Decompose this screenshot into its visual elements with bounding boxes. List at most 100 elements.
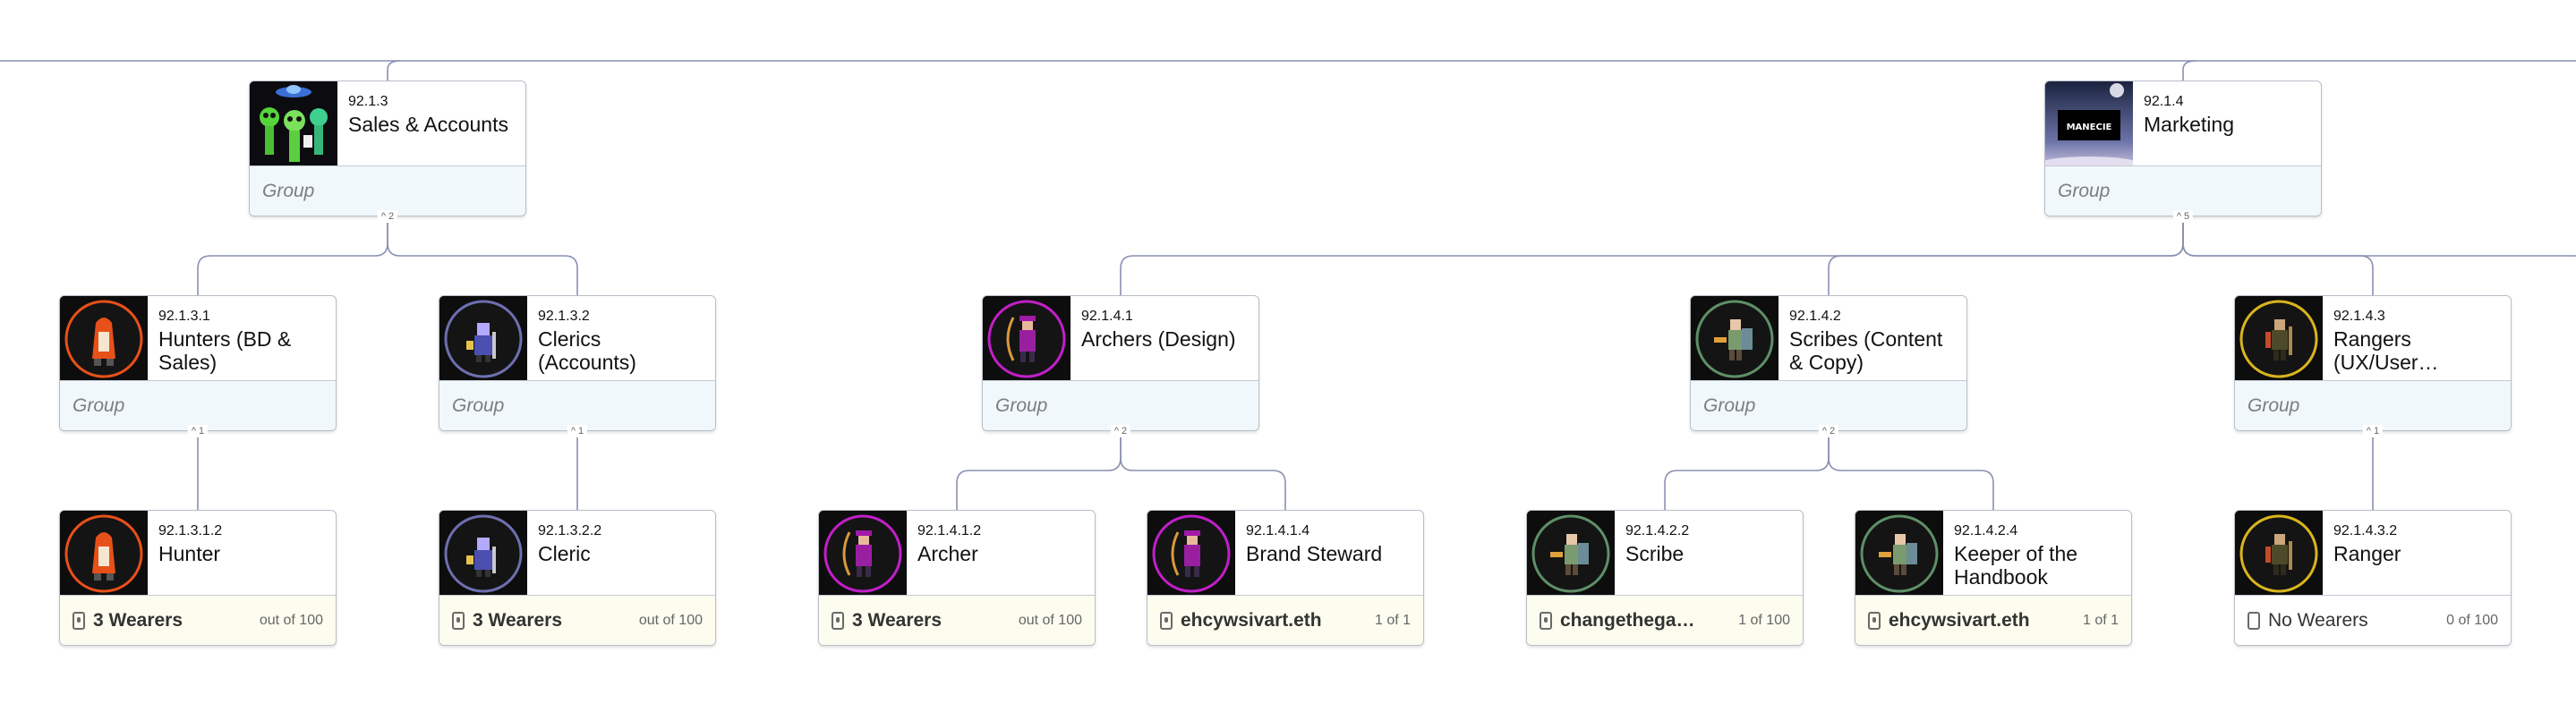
group-label: Group (1703, 394, 1756, 416)
ranger-icon (2235, 511, 2323, 597)
wearers-label: No Wearers (2268, 609, 2368, 631)
hat-title: Hunter (158, 542, 221, 565)
group-label: Group (452, 394, 505, 416)
wearer-icon (452, 611, 465, 630)
hat-card[interactable]: 92.1.3.2 Clerics (Accounts) Group (439, 295, 716, 431)
wearer-icon (2248, 611, 2260, 630)
hat-id: 92.1.3.1.2 (158, 523, 223, 538)
hunter-icon (60, 511, 148, 597)
wearer-icon (1868, 611, 1881, 630)
collapse-children-toggle[interactable]: ^ 1 (567, 425, 588, 437)
hat-card[interactable]: 92.1.3.1.2 Hunter 3 Wearers out of 100 (59, 510, 337, 646)
hat-title: Scribe (1625, 542, 1685, 565)
supply-count: out of 100 (259, 612, 323, 628)
collapse-children-toggle[interactable]: ^ 2 (1110, 425, 1131, 437)
wearers-label: 3 Wearers (93, 609, 183, 631)
connector-line (2182, 216, 2576, 257)
cleric-icon (439, 296, 527, 382)
aliens-icon (250, 81, 337, 167)
ranger-icon (2235, 296, 2323, 382)
wearers-footer[interactable]: No Wearers 0 of 100 (2235, 595, 2511, 645)
hunter-icon (60, 296, 148, 382)
hat-card[interactable]: 92.1.3.1 Hunters (BD & Sales) Group (59, 295, 337, 431)
hat-card[interactable]: MANECIE 92.1.4 Marketing Group (2044, 81, 2322, 216)
hat-id: 92.1.4.1.4 (1246, 523, 1310, 538)
hat-title: Clerics (Accounts) (538, 327, 636, 374)
hat-title: Archers (Design) (1081, 327, 1236, 351)
collapse-children-toggle[interactable]: ^ 5 (2172, 210, 2194, 223)
hat-card[interactable]: 92.1.4.2.2 Scribe changethega… 1 of 100 (1526, 510, 1804, 646)
hat-id: 92.1.4.1 (1081, 309, 1133, 324)
hat-card[interactable]: 92.1.4.2 Scribes (Content & Copy) Group (1690, 295, 1967, 431)
hat-id: 92.1.3.2 (538, 309, 590, 324)
group-label: Group (2058, 180, 2111, 201)
connector-line (1828, 216, 2184, 295)
hat-id: 92.1.4.1.2 (917, 523, 982, 538)
archer-icon (1147, 511, 1235, 597)
hat-card[interactable]: 92.1.4.1.4 Brand Steward ehcywsivart.eth… (1147, 510, 1424, 646)
scribe-icon (1691, 296, 1778, 382)
supply-count: 1 of 1 (1374, 612, 1411, 628)
wearers-footer[interactable]: 3 Wearers out of 100 (819, 595, 1095, 645)
scribe-icon (1855, 511, 1943, 597)
wearers-label: 3 Wearers (473, 609, 563, 631)
collapse-children-toggle[interactable]: ^ 1 (187, 425, 209, 437)
group-label: Group (73, 394, 125, 416)
connector-line (387, 60, 401, 81)
connector-line (2182, 60, 2196, 81)
connector-line (387, 216, 578, 295)
card-footer: Group (1691, 380, 1966, 430)
archer-icon (819, 511, 907, 597)
hat-card[interactable]: 92.1.4.2.4 Keeper of the Handbook ehcyws… (1855, 510, 2132, 646)
hat-title: Hunters (BD & Sales) (158, 327, 292, 374)
manecie-logo-icon: MANECIE (2045, 81, 2133, 167)
group-label: Group (2248, 394, 2300, 416)
hat-title: Ranger (2333, 542, 2401, 565)
connector-line (197, 216, 388, 295)
connector-line (1828, 431, 1994, 510)
wearer-icon (1160, 611, 1173, 630)
hat-title: Cleric (538, 542, 591, 565)
connector-line (1120, 216, 2184, 295)
hat-card[interactable]: 92.1.4.3.2 Ranger No Wearers 0 of 100 (2234, 510, 2512, 646)
supply-count: 1 of 100 (1738, 612, 1790, 628)
archer-icon (983, 296, 1070, 382)
collapse-children-toggle[interactable]: ^ 2 (377, 210, 398, 223)
wearers-footer[interactable]: ehcywsivart.eth 1 of 1 (1855, 595, 2131, 645)
hat-title: Scribes (Content & Copy) (1789, 327, 1943, 374)
supply-count: out of 100 (638, 612, 703, 628)
hat-title: Marketing (2144, 113, 2234, 136)
svg-text:MANECIE: MANECIE (2067, 123, 2112, 132)
hat-card[interactable]: 92.1.3.2.2 Cleric 3 Wearers out of 100 (439, 510, 716, 646)
hat-card[interactable]: 92.1.4.1 Archers (Design) Group (982, 295, 1259, 431)
wearers-footer[interactable]: 3 Wearers out of 100 (60, 595, 336, 645)
supply-count: 1 of 1 (2082, 612, 2119, 628)
hat-title: Archer (917, 542, 978, 565)
collapse-children-toggle[interactable]: ^ 1 (2362, 425, 2384, 437)
hat-card[interactable]: 92.1.3 Sales & Accounts Group (249, 81, 526, 216)
hat-id: 92.1.3.1 (158, 309, 210, 324)
hat-card[interactable]: 92.1.4.1.2 Archer 3 Wearers out of 100 (818, 510, 1096, 646)
cleric-icon (439, 511, 527, 597)
wearer-icon (1540, 611, 1552, 630)
collapse-children-toggle[interactable]: ^ 2 (1818, 425, 1839, 437)
wearers-footer[interactable]: ehcywsivart.eth 1 of 1 (1147, 595, 1423, 645)
wearers-label: 3 Wearers (852, 609, 943, 631)
supply-count: 0 of 100 (2446, 612, 2498, 628)
hat-title: Brand Steward (1246, 542, 1383, 565)
hat-title: Keeper of the Handbook (1954, 542, 2078, 589)
hat-id: 92.1.4.3.2 (2333, 523, 2398, 538)
card-footer: Group (2235, 380, 2511, 430)
wearers-footer[interactable]: 3 Wearers out of 100 (439, 595, 715, 645)
hat-id: 92.1.4 (2144, 94, 2184, 109)
group-label: Group (995, 394, 1048, 416)
hat-card[interactable]: 92.1.4.3 Rangers (UX/User… Group (2234, 295, 2512, 431)
hat-id: 92.1.4.2 (1789, 309, 1841, 324)
card-footer: Group (60, 380, 336, 430)
wearers-footer[interactable]: changethega… 1 of 100 (1527, 595, 1803, 645)
card-footer: Group (250, 165, 525, 216)
hat-id: 92.1.4.2.2 (1625, 523, 1690, 538)
group-label: Group (262, 180, 315, 201)
wearers-label: ehcywsivart.eth (1181, 609, 1322, 631)
connector-line (956, 431, 1122, 510)
